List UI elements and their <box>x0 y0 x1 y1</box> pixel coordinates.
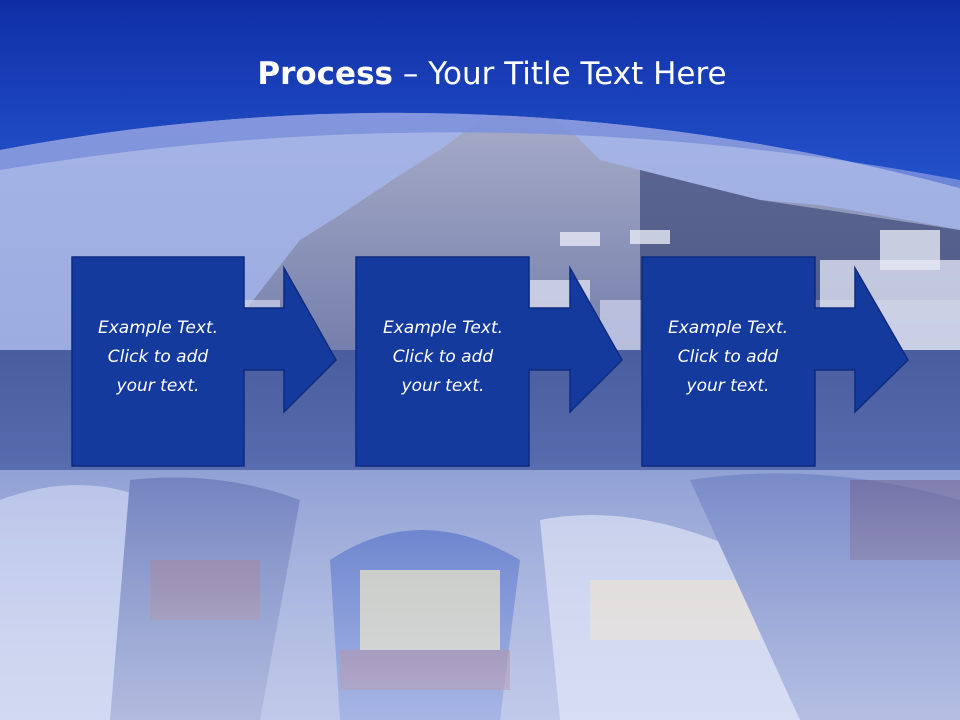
step-1-line-1: Example Text. <box>97 318 219 338</box>
process-step-1-shape[interactable] <box>71 256 337 467</box>
slide-title[interactable]: Process – Your Title Text Here <box>0 52 960 96</box>
step-3-line-2: Click to add <box>677 347 779 367</box>
step-1-line-3: your text. <box>116 376 200 396</box>
step-2-line-2: Click to add <box>392 347 494 367</box>
process-step-2-text[interactable]: Example Text. Click to add your text. <box>355 314 531 401</box>
process-step-1-text[interactable]: Example Text. Click to add your text. <box>70 314 246 401</box>
step-2-line-1: Example Text. <box>382 318 504 338</box>
title-bold-part: Process <box>257 56 393 92</box>
step-3-line-3: your text. <box>686 376 770 396</box>
process-step-2-shape[interactable] <box>355 256 623 467</box>
process-step-3-shape[interactable] <box>641 256 909 467</box>
step-3-line-1: Example Text. <box>667 318 789 338</box>
process-step-3-text[interactable]: Example Text. Click to add your text. <box>640 314 816 401</box>
step-2-line-3: your text. <box>401 376 485 396</box>
step-1-line-2: Click to add <box>107 347 209 367</box>
title-separator: – <box>393 56 429 92</box>
title-rest: Your Title Text Here <box>428 56 727 92</box>
